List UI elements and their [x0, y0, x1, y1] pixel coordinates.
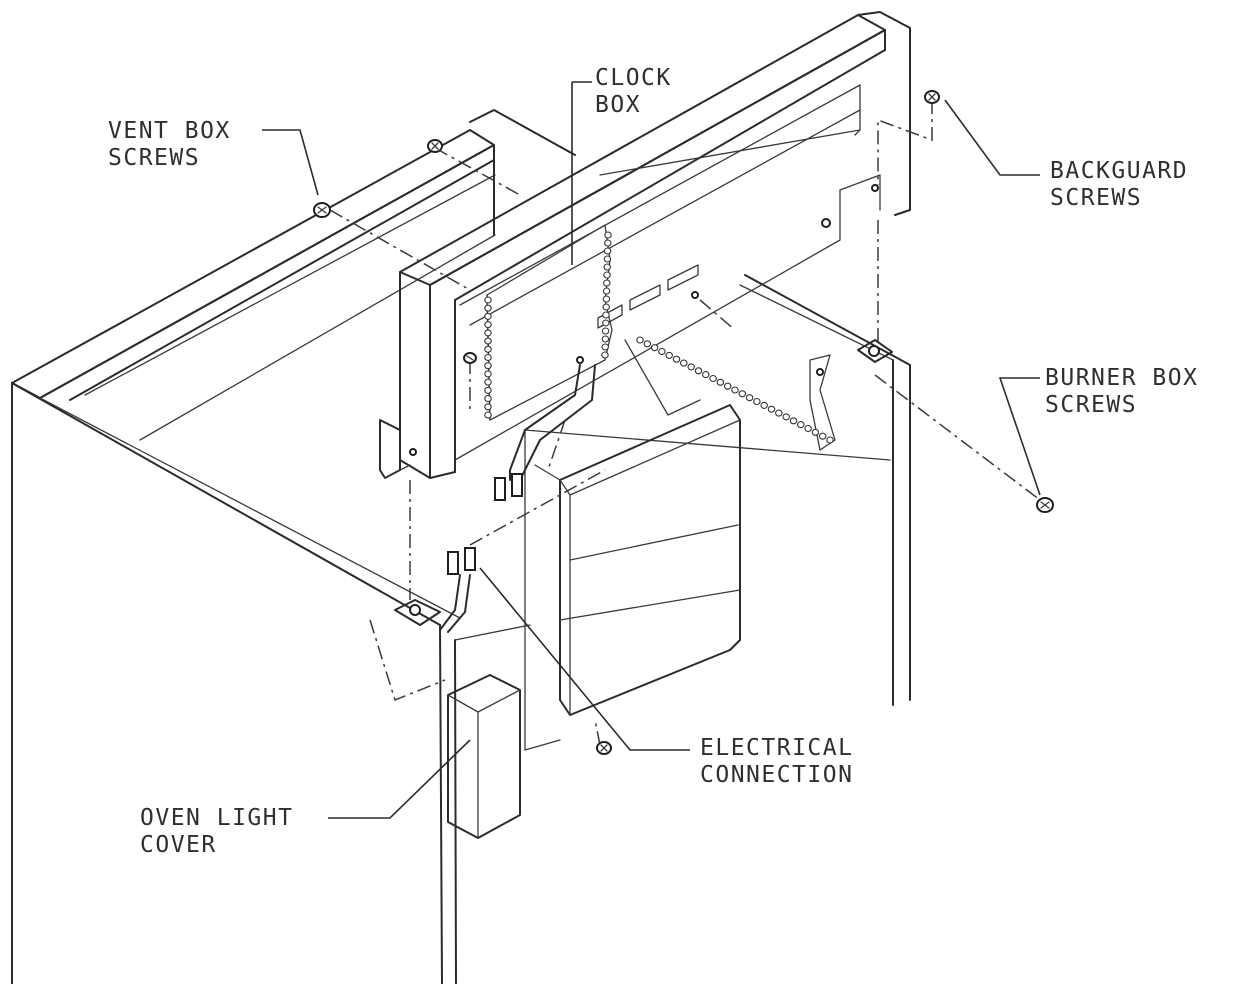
chain-bead [811, 428, 820, 436]
plug-connector-icon [447, 551, 459, 575]
oven-light-cover [447, 674, 521, 839]
chain-bead [745, 394, 754, 402]
chain-bead [484, 395, 492, 403]
chain-bead [665, 351, 673, 359]
chain-bead [602, 295, 611, 303]
chain-bead [484, 353, 492, 362]
wiring-harness [439, 364, 596, 633]
chain-bead [601, 335, 610, 343]
chain-bead [716, 378, 725, 386]
backguard-panel [379, 11, 911, 479]
chain-bead [687, 363, 695, 371]
chain-bead [767, 405, 776, 413]
chain-bead [672, 355, 681, 363]
chain-bead [604, 231, 612, 239]
plug-connector-icon [511, 473, 523, 497]
plug-connector-icon [494, 477, 506, 501]
chain-bead [484, 370, 492, 378]
alignment-lines [329, 100, 1041, 746]
label-burner-box-screws-line2: SCREWS [1045, 392, 1137, 418]
chain-bead [753, 397, 761, 406]
chain-bead [789, 417, 798, 425]
label-clock-box-line1: CLOCK [595, 65, 672, 91]
chain-bead [818, 432, 827, 440]
callout-labels: CLOCK BOX VENT BOX SCREWS BACKGUARD SCRE… [108, 65, 1198, 858]
chain-bead [603, 255, 612, 263]
chain-bead [658, 347, 666, 356]
chain-bead [643, 340, 652, 348]
chain-bead [723, 382, 732, 390]
chain-bead [731, 386, 739, 394]
leader-lines [262, 81, 1041, 819]
chain-bead [602, 303, 610, 311]
label-oven-light-cover-line2: COVER [140, 832, 217, 858]
chain-bead [484, 337, 492, 345]
chain-bead [484, 411, 492, 419]
chain-bead [602, 287, 611, 295]
chain-bead [603, 279, 611, 287]
chain-bead [709, 374, 717, 383]
bead-chain-icon [484, 231, 834, 444]
chain-bead [603, 263, 611, 271]
chain-bead [484, 296, 492, 304]
mounting-tabs [394, 184, 893, 626]
chain-bead [601, 343, 609, 351]
screw-icon [313, 90, 1054, 755]
plug-connector-icon [464, 547, 476, 571]
chain-bead [782, 413, 790, 421]
chain-bead [484, 329, 492, 337]
chain-bead [775, 409, 783, 417]
chain-bead [601, 351, 609, 359]
chain-bead [484, 386, 492, 394]
label-backguard-screws-line1: BACKGUARD [1050, 158, 1188, 184]
label-burner-box-screws-line1: BURNER BOX [1045, 365, 1198, 391]
chain-bead [826, 436, 834, 444]
range-cabinet [11, 109, 911, 984]
chain-bead [484, 321, 492, 329]
chain-bead [604, 239, 612, 247]
chain-bead [760, 401, 768, 409]
chain-bead [484, 378, 492, 386]
label-electrical-connection-line1: ELECTRICAL [700, 735, 853, 761]
chain-bead [797, 421, 805, 429]
chain-bead [650, 344, 659, 352]
chain-bead [602, 311, 610, 319]
label-backguard-screws-line2: SCREWS [1050, 185, 1142, 211]
chain-bead [601, 327, 610, 335]
chain-bead [636, 336, 644, 344]
chain-bead [484, 362, 492, 370]
label-electrical-connection-line2: CONNECTION [700, 762, 853, 788]
chain-bead [484, 403, 492, 411]
label-vent-box-screws-line2: SCREWS [108, 145, 200, 171]
chain-bead [738, 390, 747, 398]
chain-bead [484, 312, 492, 320]
label-vent-box-screws-line1: VENT BOX [108, 118, 231, 144]
chain-bead [680, 359, 688, 367]
chain-bead [694, 367, 703, 375]
chain-bead [603, 271, 611, 279]
chain-bead [603, 247, 612, 255]
chain-bead [804, 424, 812, 433]
chain-bead [702, 371, 710, 379]
label-oven-light-cover-line1: OVEN LIGHT [140, 805, 293, 831]
chain-bead [602, 319, 610, 327]
label-clock-box-line2: BOX [595, 92, 641, 118]
burner-box [534, 339, 836, 716]
chain-bead [484, 345, 492, 353]
chain-bead [484, 304, 492, 312]
